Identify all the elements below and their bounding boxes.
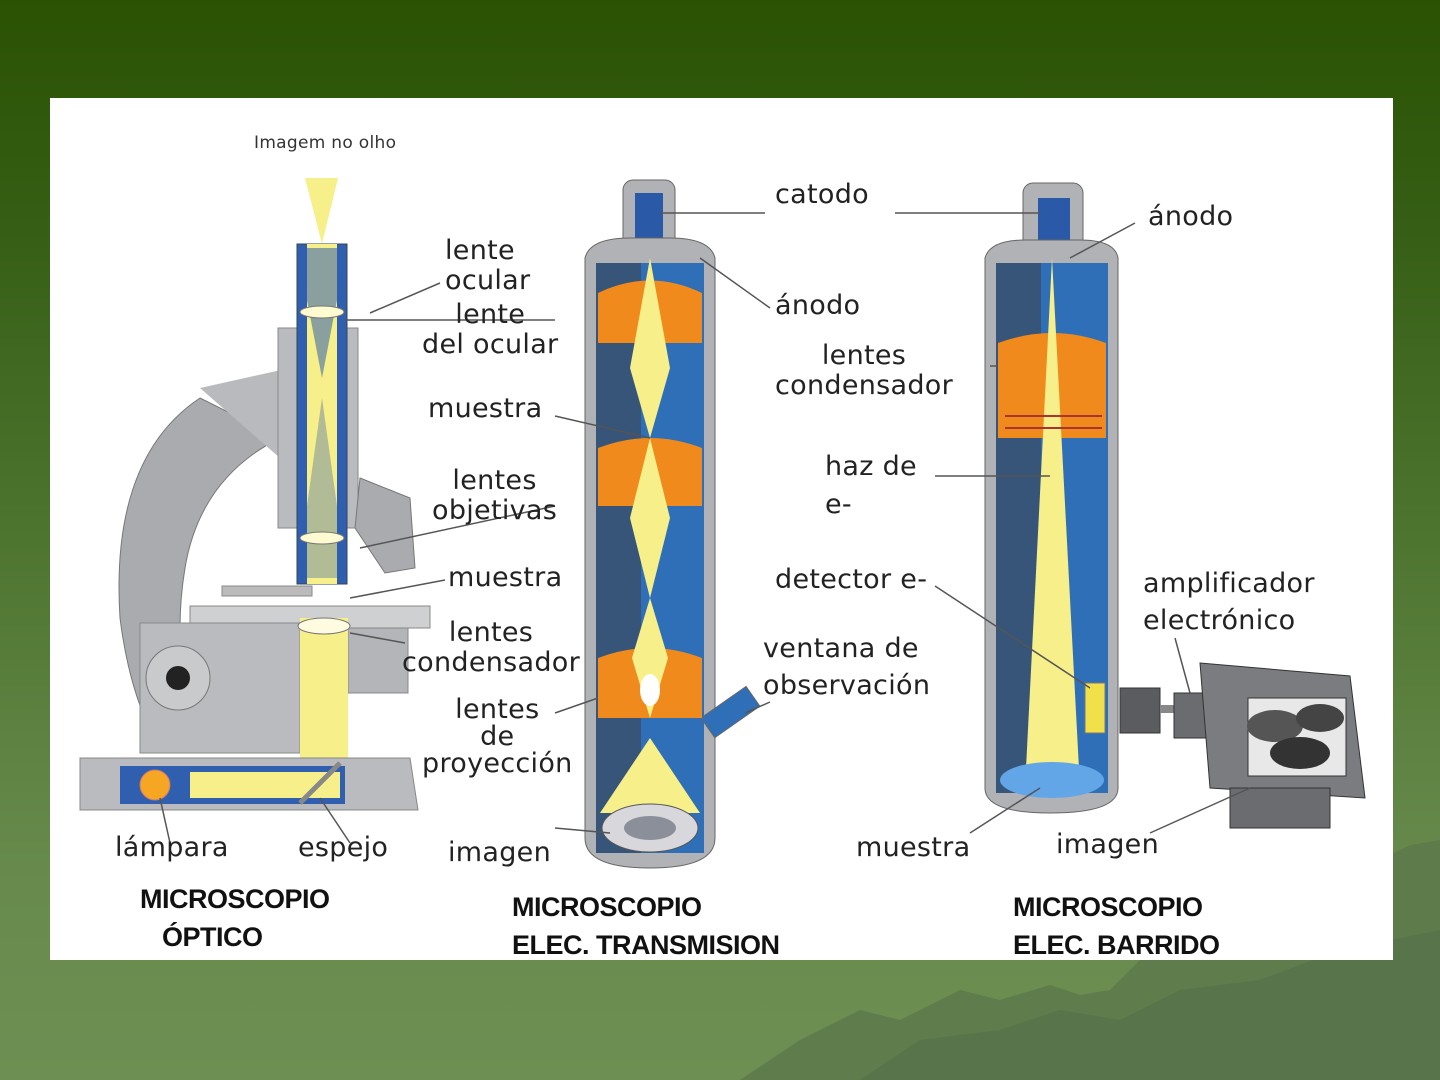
title-tem-line1: MICROSCOPIO [512, 892, 702, 922]
optical-microscope-drawing [79, 178, 431, 811]
label-beam: haz de e- [825, 451, 917, 520]
title-sem-line1: MICROSCOPIO [1013, 892, 1203, 922]
tem-drawing [584, 179, 761, 869]
label-amplifier: amplificador electrónico [1143, 568, 1315, 636]
label-anode-sem: ánodo [1148, 201, 1234, 232]
leader-lines [159, 212, 1251, 844]
label-image-sem: imagen [1056, 829, 1160, 860]
title-sem-line2: ELEC. BARRIDO [1013, 930, 1220, 960]
sem-drawing [984, 182, 1366, 829]
label-ocular-lens: lente ocular [445, 235, 531, 296]
label-anode-tem: ánodo [775, 290, 861, 321]
label-viewing-window: ventana de observación [763, 633, 931, 701]
label-detector: detector e- [775, 564, 928, 595]
label-condenser-lenses-optical: lentes condensador [402, 617, 581, 678]
label-sample: muestra [448, 562, 563, 593]
label-condenser-lenses-tem: lentes condensador [775, 340, 954, 401]
title-tem-line2: ELEC. TRANSMISION [512, 930, 780, 960]
label-image-tem: imagen [448, 837, 552, 868]
title-optical-line1: MICROSCOPIO [140, 884, 330, 914]
microscopes-illustration [79, 178, 1366, 869]
label-ocular-lens-2: lente del ocular [422, 299, 559, 360]
label-objective-lenses: lentes objetivas [432, 465, 558, 526]
title-optical-line2: ÓPTICO [162, 922, 263, 952]
label-cathode: catodo [775, 179, 869, 210]
label-sample-top: muestra [428, 393, 543, 424]
label-sample-sem: muestra [856, 832, 971, 863]
label-lamp: lámpara [115, 832, 229, 863]
diagram-panel: Imagem no olho lente ocular lente del oc… [50, 98, 1393, 960]
label-mirror: espejo [298, 832, 389, 863]
label-projection-lenses: lentes de proyección [422, 694, 573, 779]
label-eye-image: Imagem no olho [254, 133, 397, 153]
